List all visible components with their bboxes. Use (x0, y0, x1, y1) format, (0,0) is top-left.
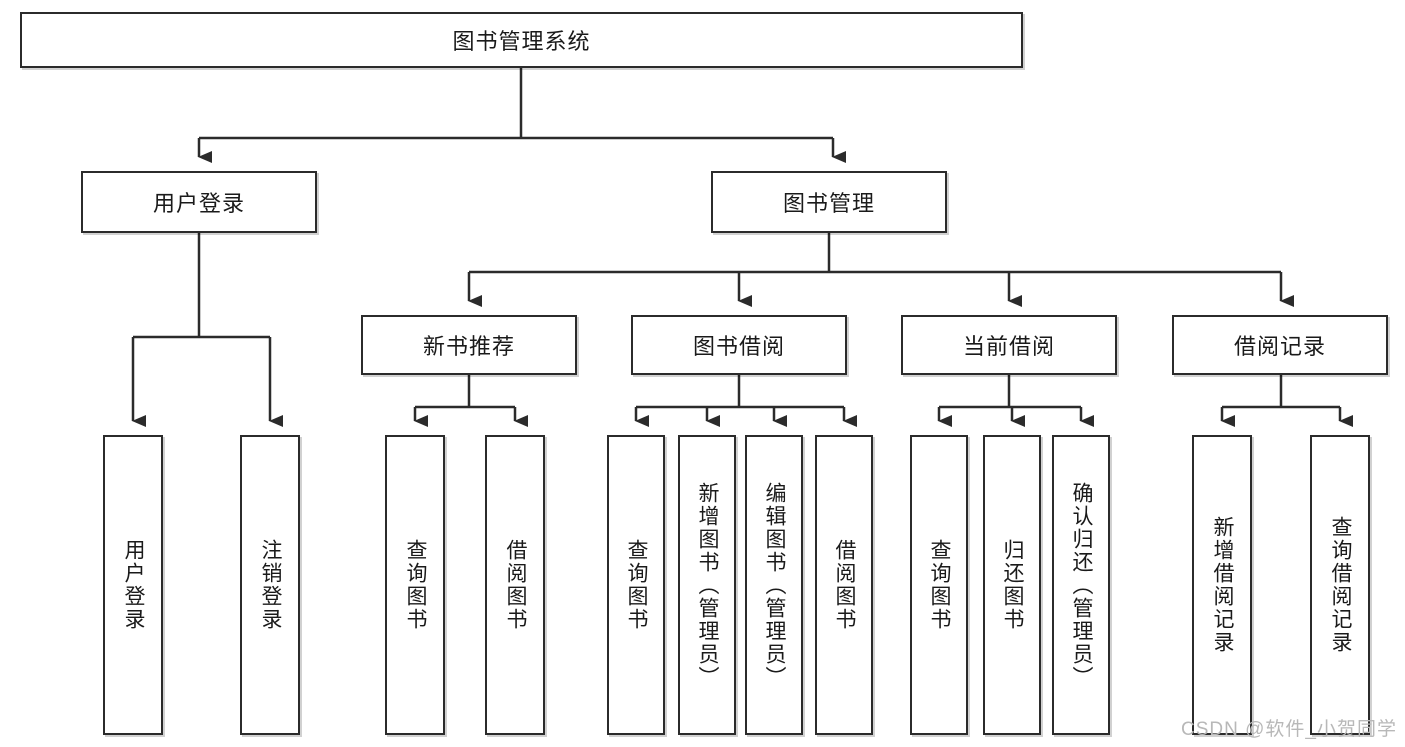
node-new-book-rec-label: 新书推荐 (422, 334, 515, 359)
node-leaf-add-book[interactable]: 新增图书（管理员） (678, 435, 736, 735)
node-book-borrow[interactable]: 图书借阅 (631, 315, 847, 375)
node-leaf-logout-label: 注销登录 (259, 539, 283, 631)
node-root-label: 图书管理系统 (452, 29, 591, 54)
node-leaf-query-record[interactable]: 查询借阅记录 (1310, 435, 1370, 735)
node-leaf-query-book-3-label: 查询图书 (928, 539, 952, 631)
node-current-borrow[interactable]: 当前借阅 (901, 315, 1117, 375)
node-leaf-query-book-1[interactable]: 查询图书 (385, 435, 445, 735)
node-leaf-query-book-1-label: 查询图书 (404, 539, 428, 631)
node-current-borrow-label: 当前借阅 (962, 334, 1055, 359)
watermark: CSDN @软件_小贺同学 (1181, 719, 1397, 740)
node-leaf-return-book[interactable]: 归还图书 (983, 435, 1041, 735)
node-new-book-rec[interactable]: 新书推荐 (361, 315, 577, 375)
node-leaf-query-book-2-label: 查询图书 (625, 539, 649, 631)
node-leaf-confirm-return-label: 确认归还（管理员） (1070, 481, 1094, 689)
node-root[interactable]: 图书管理系统 (20, 12, 1023, 68)
node-book-manage-label: 图书管理 (782, 191, 875, 216)
node-leaf-borrow-book-2[interactable]: 借阅图书 (815, 435, 873, 735)
node-leaf-logout[interactable]: 注销登录 (240, 435, 300, 735)
node-leaf-query-book-3[interactable]: 查询图书 (910, 435, 968, 735)
node-leaf-query-book-2[interactable]: 查询图书 (607, 435, 665, 735)
node-book-borrow-label: 图书借阅 (692, 334, 785, 359)
node-leaf-user-login-label: 用户登录 (122, 539, 146, 631)
node-leaf-return-book-label: 归还图书 (1001, 539, 1025, 631)
node-leaf-add-record-label: 新增借阅记录 (1211, 516, 1235, 654)
node-leaf-confirm-return[interactable]: 确认归还（管理员） (1052, 435, 1110, 735)
node-user-login[interactable]: 用户登录 (81, 171, 317, 233)
node-leaf-add-book-label: 新增图书（管理员） (696, 481, 720, 689)
node-leaf-borrow-book-2-label: 借阅图书 (833, 539, 857, 631)
node-borrow-record[interactable]: 借阅记录 (1172, 315, 1388, 375)
node-book-manage[interactable]: 图书管理 (711, 171, 947, 233)
node-borrow-record-label: 借阅记录 (1233, 334, 1326, 359)
node-leaf-borrow-book-1[interactable]: 借阅图书 (485, 435, 545, 735)
node-leaf-edit-book[interactable]: 编辑图书（管理员） (745, 435, 803, 735)
node-leaf-borrow-book-1-label: 借阅图书 (504, 539, 528, 631)
node-user-login-label: 用户登录 (152, 191, 245, 216)
node-leaf-edit-book-label: 编辑图书（管理员） (763, 481, 787, 689)
node-leaf-user-login[interactable]: 用户登录 (103, 435, 163, 735)
node-leaf-add-record[interactable]: 新增借阅记录 (1192, 435, 1252, 735)
node-leaf-query-record-label: 查询借阅记录 (1329, 516, 1353, 654)
